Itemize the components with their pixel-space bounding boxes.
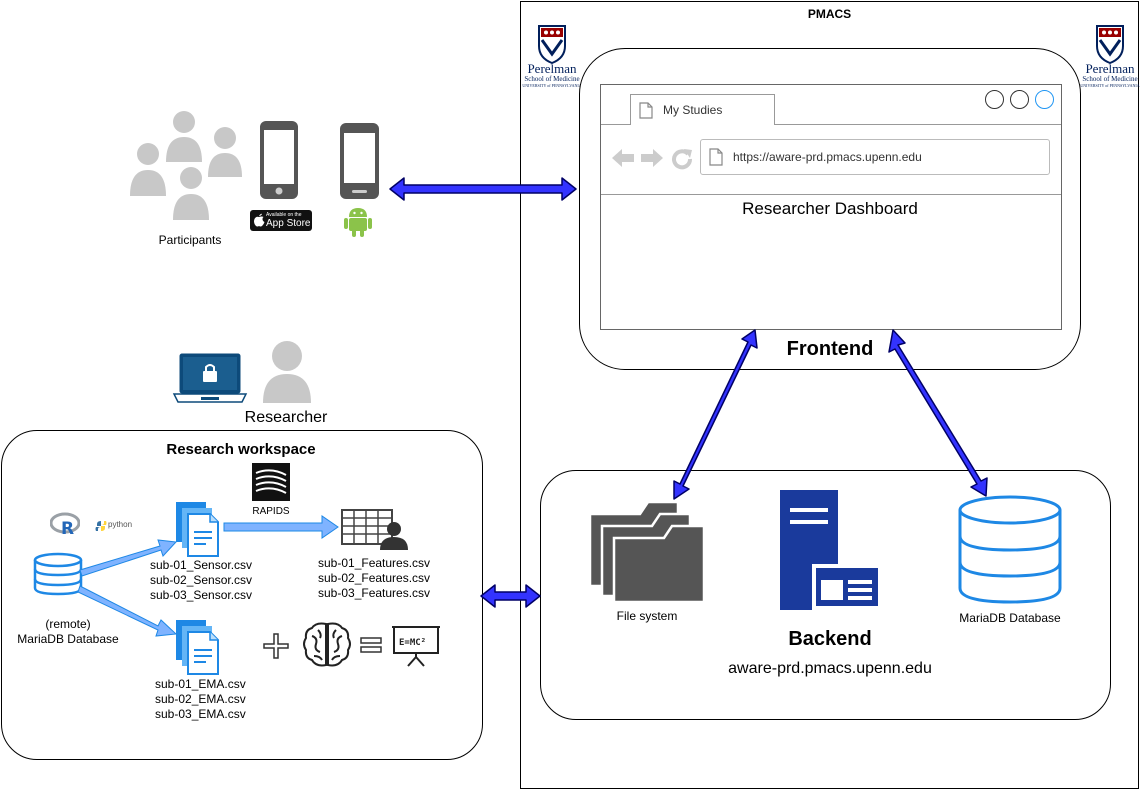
sensor-files-icon — [176, 502, 219, 557]
pmacs-title: PMACS — [807, 7, 852, 21]
logo-school: School of Medicine — [524, 75, 580, 83]
feature-file-1: sub-01_Features.csv — [318, 556, 431, 570]
apple-icon — [254, 213, 265, 227]
ema-file-3: sub-03_EMA.csv — [155, 707, 246, 721]
logo-university: UNIVERSITY of PENNSYLVANIA — [522, 83, 582, 88]
remote-db-label-line2: MariaDB Database — [17, 632, 119, 646]
logo-name: Perelman — [527, 61, 577, 76]
logo-school: School of Medicine — [1082, 75, 1138, 83]
app-store-text: App Store — [266, 218, 311, 229]
plus-icon — [263, 633, 289, 659]
browser-window — [600, 84, 1062, 330]
researcher-dashboard-label: Researcher Dashboard — [742, 199, 918, 218]
browser-tab[interactable]: My Studies — [630, 94, 775, 125]
rapids-logo-icon — [252, 463, 290, 501]
sensor-file-2: sub-02_Sensor.csv — [150, 573, 253, 587]
researcher-person-icon — [263, 341, 311, 403]
forward-arrow-icon[interactable] — [639, 146, 665, 170]
svg-text:E=MC²: E=MC² — [399, 638, 426, 648]
ema-file-1: sub-01_EMA.csv — [155, 677, 246, 691]
python-label: python — [108, 520, 133, 529]
brain-icon — [303, 622, 351, 667]
android-icon — [344, 208, 372, 237]
server-icon — [780, 490, 882, 610]
python-logo-icon — [95, 521, 107, 531]
remote-db-label-line1: (remote) — [45, 617, 91, 631]
window-minimize-button[interactable] — [985, 90, 1004, 109]
research-workspace-title: Research workspace — [166, 441, 316, 458]
tab-divider — [601, 124, 1061, 125]
participants-group-icon — [130, 111, 242, 220]
page-icon — [709, 148, 723, 166]
features-table-icon — [341, 509, 408, 550]
equals-icon — [360, 637, 382, 653]
logo-name: Perelman — [1085, 61, 1135, 76]
toolbar-divider — [601, 194, 1061, 195]
pmacs-container — [520, 1, 1139, 789]
android-phone-icon — [340, 123, 379, 199]
back-arrow-icon[interactable] — [610, 146, 636, 170]
ema-files-icon — [176, 620, 219, 675]
penn-shield-icon — [1096, 25, 1124, 65]
sensor-file-1: sub-01_Sensor.csv — [150, 558, 253, 572]
rapids-label: RAPIDS — [252, 506, 290, 517]
reload-icon[interactable] — [670, 146, 694, 170]
window-maximize-button[interactable] — [1010, 90, 1029, 109]
file-system-icon — [588, 500, 706, 604]
url-text: https://aware-prd.pmacs.upenn.edu — [733, 150, 922, 164]
window-close-button[interactable] — [1035, 90, 1054, 109]
sensor-file-3: sub-03_Sensor.csv — [150, 588, 253, 602]
feature-file-3: sub-03_Features.csv — [318, 586, 431, 600]
remote-database-icon — [33, 552, 83, 596]
r-logo-icon: R — [50, 512, 80, 538]
database-label: MariaDB Database — [959, 611, 1061, 625]
penn-logo-right: Perelman School of Medicine UNIVERSITY o… — [1080, 24, 1140, 90]
presentation-board-icon: E=MC² — [392, 626, 440, 667]
researcher-label: Researcher — [244, 409, 328, 426]
frontend-label: Frontend — [786, 338, 874, 360]
browser-tab-label: My Studies — [663, 103, 723, 117]
backend-host: aware-prd.pmacs.upenn.edu — [728, 660, 932, 677]
app-store-badge: Available on the App Store — [250, 210, 312, 231]
penn-logo-left: Perelman School of Medicine UNIVERSITY o… — [522, 24, 582, 90]
url-bar[interactable]: https://aware-prd.pmacs.upenn.edu — [700, 139, 1050, 175]
app-store-small-text: Available on the — [266, 212, 302, 218]
logo-university: UNIVERSITY of PENNSYLVANIA — [1080, 83, 1140, 88]
page-icon — [639, 102, 653, 119]
ema-file-2: sub-02_EMA.csv — [155, 692, 246, 706]
laptop-lock-icon — [172, 353, 248, 403]
file-system-label: File system — [616, 609, 678, 623]
penn-shield-icon — [538, 25, 566, 65]
database-icon — [958, 495, 1062, 604]
participants-label: Participants — [158, 233, 222, 247]
svg-text:R: R — [61, 519, 74, 538]
iphone-icon — [260, 121, 298, 199]
feature-file-2: sub-02_Features.csv — [318, 571, 431, 585]
backend-label: Backend — [788, 628, 872, 650]
